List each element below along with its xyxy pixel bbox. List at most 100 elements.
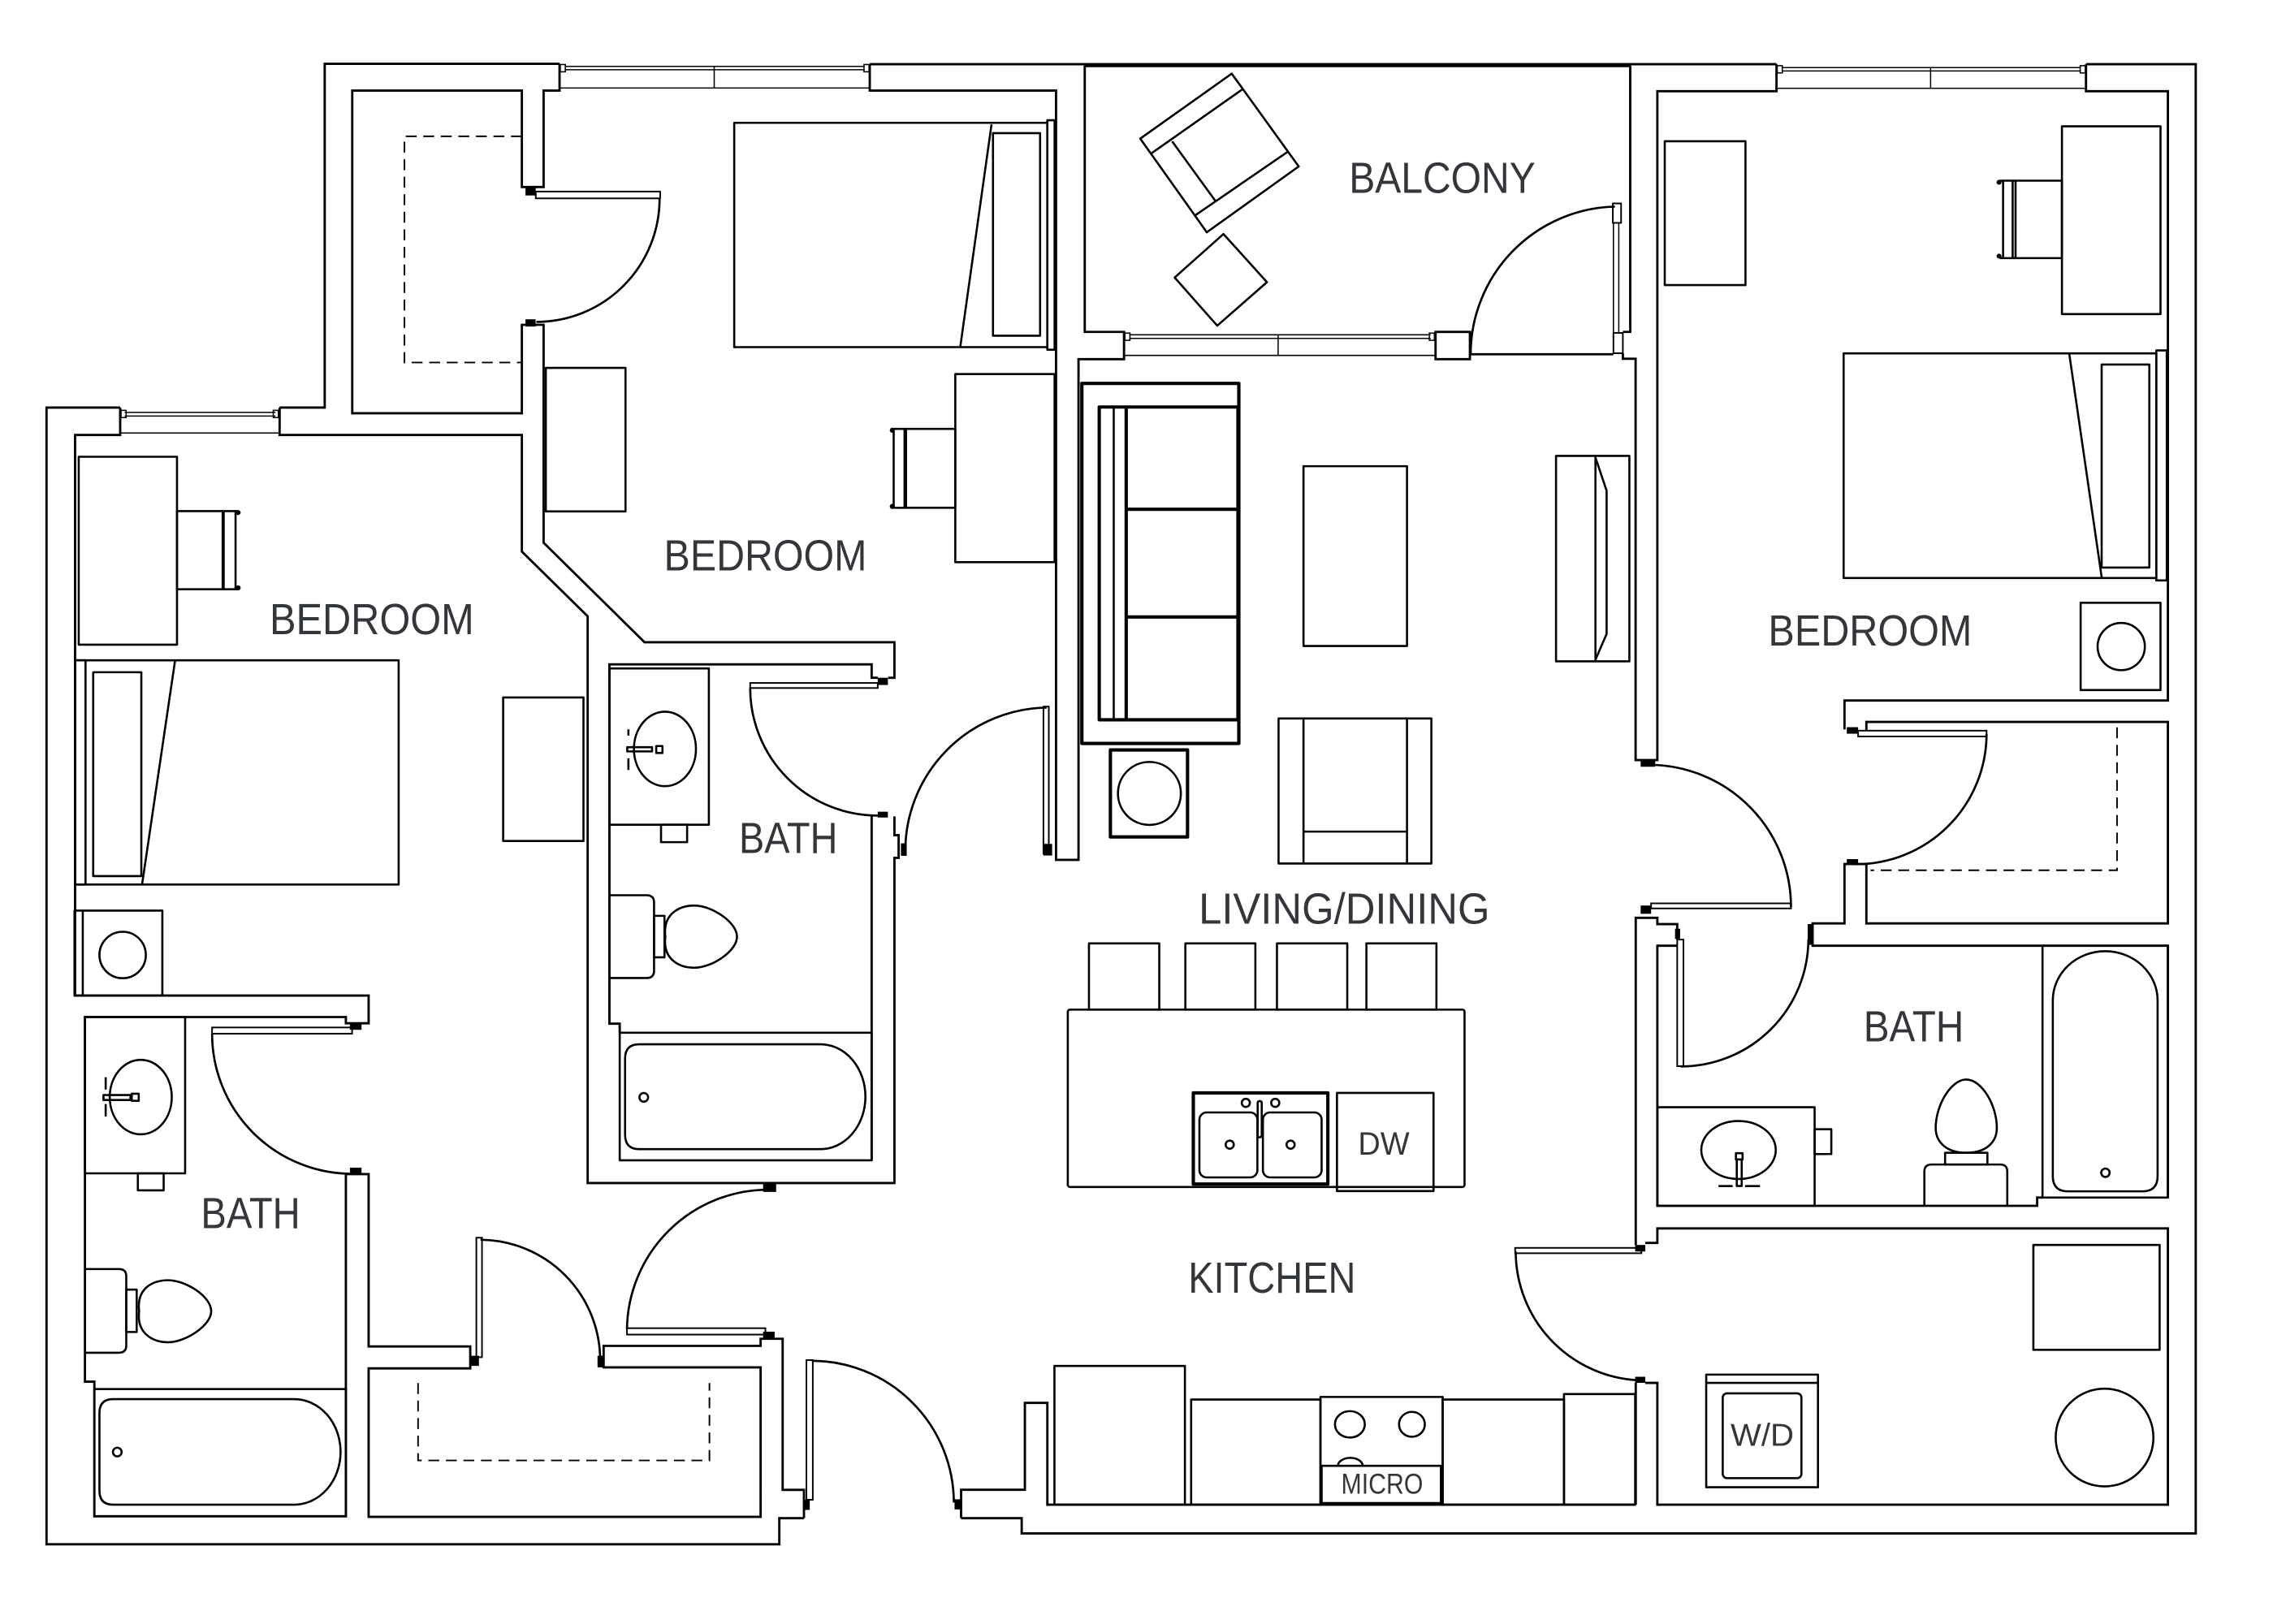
bath-left-fixtures <box>84 1016 348 1518</box>
door-closet-right <box>1847 727 1988 866</box>
walls <box>45 63 2197 1546</box>
counter-icon <box>1190 1398 1322 1506</box>
lamp-icon <box>1117 761 1182 827</box>
vanity-icon <box>84 1016 187 1175</box>
window-bedroom-left <box>119 409 280 434</box>
bath-right-fixtures <box>1656 944 2169 1207</box>
bed-sheet-fold <box>2068 354 2103 577</box>
toilet-icon <box>137 1279 213 1344</box>
desk-icon <box>954 373 1056 564</box>
door-closet-left <box>470 1237 604 1367</box>
wall-pier-balcony <box>1434 330 1471 361</box>
bed-headboard <box>74 659 87 886</box>
door-leaf <box>1676 939 1684 1068</box>
room-label-bedroom-left: BEDROOM <box>270 596 474 644</box>
faucet-icon <box>626 745 654 753</box>
room-label-balcony: BALCONY <box>1349 154 1536 202</box>
door-swing-arc <box>904 706 1047 852</box>
bathtub-icon <box>618 1031 873 1162</box>
door-entry <box>804 1359 961 1510</box>
toilet-neck <box>1943 1151 1989 1166</box>
dresser-icon <box>1663 140 1747 287</box>
lounge-chair-icon <box>1139 72 1300 234</box>
bathtub-basin <box>98 1397 342 1506</box>
door-swing-arc <box>1469 205 1615 355</box>
door-hinge <box>1640 905 1652 914</box>
door-strike <box>597 1355 604 1367</box>
vanity-outlet <box>1813 1128 1833 1155</box>
desk-chair-back <box>1999 179 2016 260</box>
vanity-outlet <box>659 823 689 844</box>
desk-chair-leg <box>1996 253 2002 259</box>
room-label-bedroom-right: BEDROOM <box>1768 607 1972 655</box>
balcony-furniture <box>1139 72 1300 327</box>
sink-icon <box>108 1058 173 1136</box>
bedroom-left-furniture <box>73 456 585 997</box>
door-frame-top <box>1612 202 1623 224</box>
door-bath-center <box>749 677 888 818</box>
window-jamb <box>1428 332 1436 341</box>
storage-shelf-icon <box>2032 1243 2161 1351</box>
wall-bedroom-center-east <box>868 64 1126 862</box>
desk-icon <box>77 456 179 646</box>
wall-bath-center-inner <box>608 663 878 1033</box>
toilet-tank <box>1923 1163 2009 1207</box>
window-jamb <box>1776 65 1783 74</box>
burner-icon <box>1398 1410 1426 1438</box>
door-strike <box>1635 1376 1646 1384</box>
door-hinge <box>1043 844 1052 856</box>
door-swing-arc <box>536 198 661 323</box>
microwave-label: MICRO <box>1342 1468 1424 1500</box>
window-jamb <box>863 63 870 73</box>
wall-balcony-east <box>1623 65 1631 334</box>
exterior-wall-northwest <box>279 63 560 409</box>
door-leaf <box>806 1359 814 1501</box>
door-swing-arc <box>1680 939 1810 1068</box>
door-hinge <box>349 1023 362 1030</box>
desk-chair-back <box>890 427 906 509</box>
door-swing-arc <box>811 1359 955 1503</box>
door-hinge <box>1675 928 1680 939</box>
desk-chair-leg <box>236 585 241 590</box>
sliding-door-balcony <box>1124 332 1436 356</box>
faucet-icon <box>102 1094 132 1101</box>
window-jamb <box>2079 65 2086 74</box>
washer-dryer-label: W/D <box>1731 1419 1794 1453</box>
laundry-fixtures: W/D <box>1705 1243 2161 1488</box>
door-bedroom-center <box>901 706 1052 856</box>
closet-rod-walkin-left <box>404 135 522 364</box>
lounge-chair-arm <box>1151 88 1243 154</box>
door-strike <box>877 811 888 818</box>
bathtub-drain <box>638 1091 650 1104</box>
door-hinge <box>804 1499 810 1510</box>
door-leaf <box>626 1327 767 1336</box>
desk-chair-back <box>223 510 239 591</box>
sink-icon <box>1700 1120 1778 1181</box>
door-swing-arc <box>749 688 878 817</box>
door-swing-arc <box>1856 733 1988 866</box>
door-hinge <box>470 1355 479 1367</box>
bed-headboard <box>1046 119 1056 352</box>
faucet-handle <box>130 1092 140 1103</box>
faucet-icon <box>1735 1158 1744 1187</box>
room-label-bath-left: BATH <box>201 1190 300 1238</box>
wall-walkin-closet-left <box>351 63 896 680</box>
side-table-icon <box>1173 232 1268 327</box>
door-leaf <box>211 1026 353 1035</box>
coffee-table-icon <box>1302 464 1408 647</box>
door-strike <box>525 319 536 327</box>
door-bedroom-right <box>1640 760 1792 914</box>
wall-bedroom-left-and-bath-left <box>74 407 806 1518</box>
sink-icon <box>633 710 698 788</box>
door-hinge <box>877 677 888 685</box>
toilet-tank <box>84 1268 127 1354</box>
door-strike <box>954 1499 961 1510</box>
faucet-icon <box>1256 1099 1264 1138</box>
door-hinge <box>525 187 536 196</box>
washer-dryer-door <box>1722 1392 1803 1479</box>
water-heater-icon <box>2055 1387 2155 1488</box>
window-jamb <box>120 409 127 419</box>
window-jamb <box>272 409 279 419</box>
door-strike <box>349 1168 362 1175</box>
pillow-icon <box>92 671 143 878</box>
